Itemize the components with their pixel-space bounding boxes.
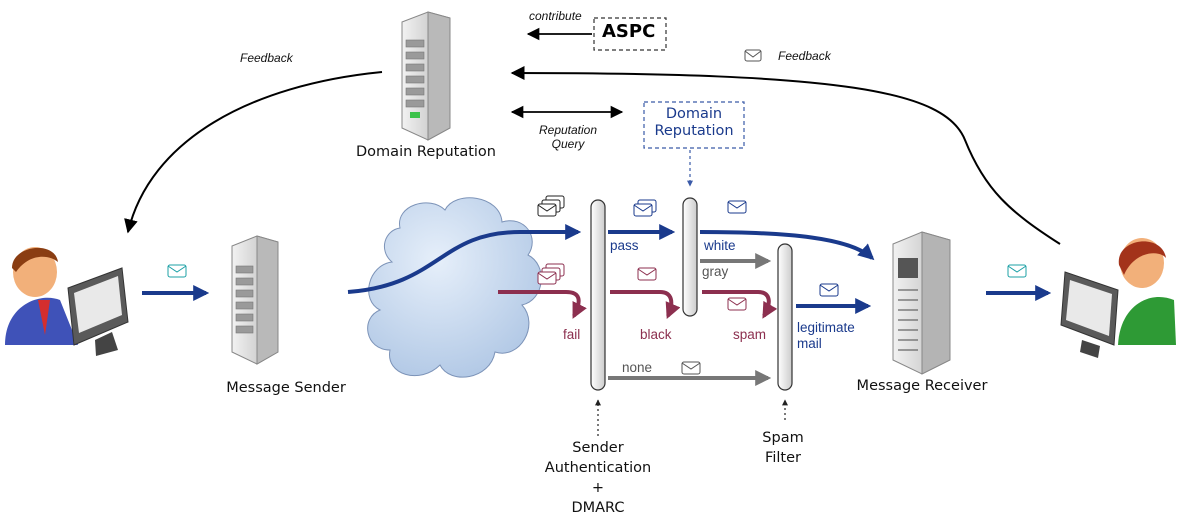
feedback-left-label: Feedback [240,51,293,65]
message-receiver-label: Message Receiver [856,378,988,394]
white-arrow [699,230,875,261]
black-label: black [640,327,672,342]
domain-reputation-server-label: Domain Reputation [356,144,496,160]
sender-authentication-bar [590,199,606,391]
domain-reputation-server-icon [401,11,451,141]
sender-to-auth-arrow [347,224,582,294]
aspc-label: ASPC [602,21,656,42]
internet-cloud-icon [367,197,542,378]
spam-arrow [702,290,778,319]
legitimate-mail-label: legitimate mail [797,320,855,351]
domain-reputation-box [643,101,745,149]
feedback-right-label: Feedback [778,49,831,63]
envelope-icon [727,297,747,311]
feedback-right-arrow [510,66,1061,245]
domain-reputation-bar [682,197,698,317]
spam-filter-label: Spam Filter [762,430,804,466]
message-sender-server-icon [231,235,279,365]
receiver-user-icon [1060,238,1176,358]
none-label: none [622,360,653,375]
envelope-stack-icon [537,195,565,217]
contribute-label: contribute [529,9,582,23]
envelope-icon [1007,264,1027,278]
gray-label: gray [702,264,729,279]
fail-label: fail [563,327,581,342]
envelope-stack-icon [537,263,565,285]
message-sender-label: Message Sender [226,380,346,396]
envelope-stack-icon [633,199,657,217]
envelope-icon [167,264,187,278]
sender-user-icon [5,247,129,356]
fail-arrow [498,290,587,319]
black-arrow [610,290,681,319]
envelope-icon [681,361,701,375]
feedback-left-arrow [124,71,383,234]
envelope-icon [744,49,762,62]
envelope-icon [637,267,657,281]
spam-label: spam [733,327,767,342]
reputation-query-label: Reputation Query [538,123,598,151]
spam-filter-bar [777,243,793,391]
pass-label: pass [610,238,639,253]
envelope-icon [727,200,747,214]
message-receiver-server-icon [892,231,951,375]
envelope-icon [819,283,839,297]
aspc-box [593,17,667,51]
domain-reputation-box-label: Domain Reputation [654,106,734,139]
sender-authentication-label: Sender Authentication + DMARC [544,440,652,516]
white-label: white [704,238,736,253]
